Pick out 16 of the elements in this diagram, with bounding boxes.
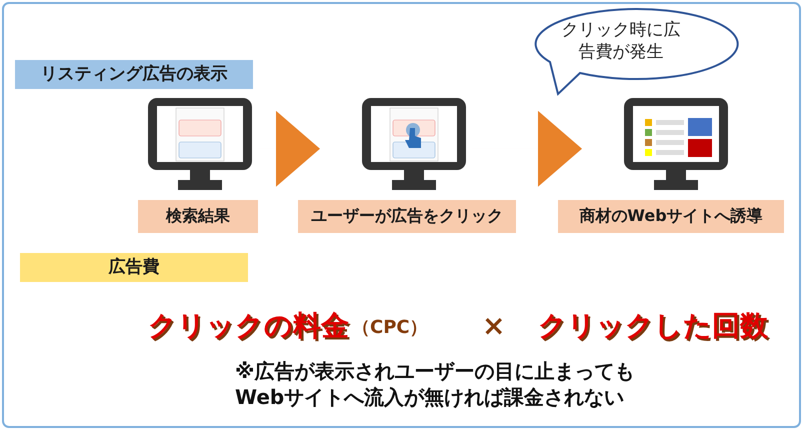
footnote-text: ※広告が表示されユーザーの目に止まってもWebサイトへ流入が無ければ課金されない [235,358,636,410]
label-text: 商材のWebサイトへ誘導 [579,206,763,227]
formula-term: クリックの料金 [148,308,349,344]
label-text: 広告費 [108,256,160,279]
label-band [558,200,784,233]
label-band [138,200,258,233]
bubble-text: クリック時に広告費が発生 [561,18,681,64]
label-text: リスティング広告の表示 [40,63,228,86]
label-band [298,200,516,233]
label-text: 検索結果 [166,206,230,227]
formula-term: クリックした回数 [538,308,768,344]
label-band [20,253,248,282]
formula-note: （CPC） [352,316,428,340]
label-band [15,60,253,89]
label-text: ユーザーが広告をクリック [311,206,503,227]
multiply-sign: × [482,308,506,344]
